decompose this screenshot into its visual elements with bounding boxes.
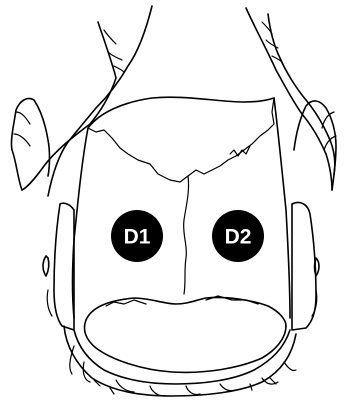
cranial-roof: [88, 97, 274, 182]
right-wing: [246, 8, 336, 190]
lower-cavity: [84, 296, 286, 372]
bottom-rim: [64, 326, 296, 396]
left-flange: [43, 203, 74, 330]
marker-d2: D2: [212, 210, 264, 262]
marker-d1: D1: [111, 210, 163, 262]
marker-d2-label: D2: [225, 226, 252, 249]
right-flange: [292, 202, 319, 330]
marker-d1-label: D1: [124, 226, 151, 249]
